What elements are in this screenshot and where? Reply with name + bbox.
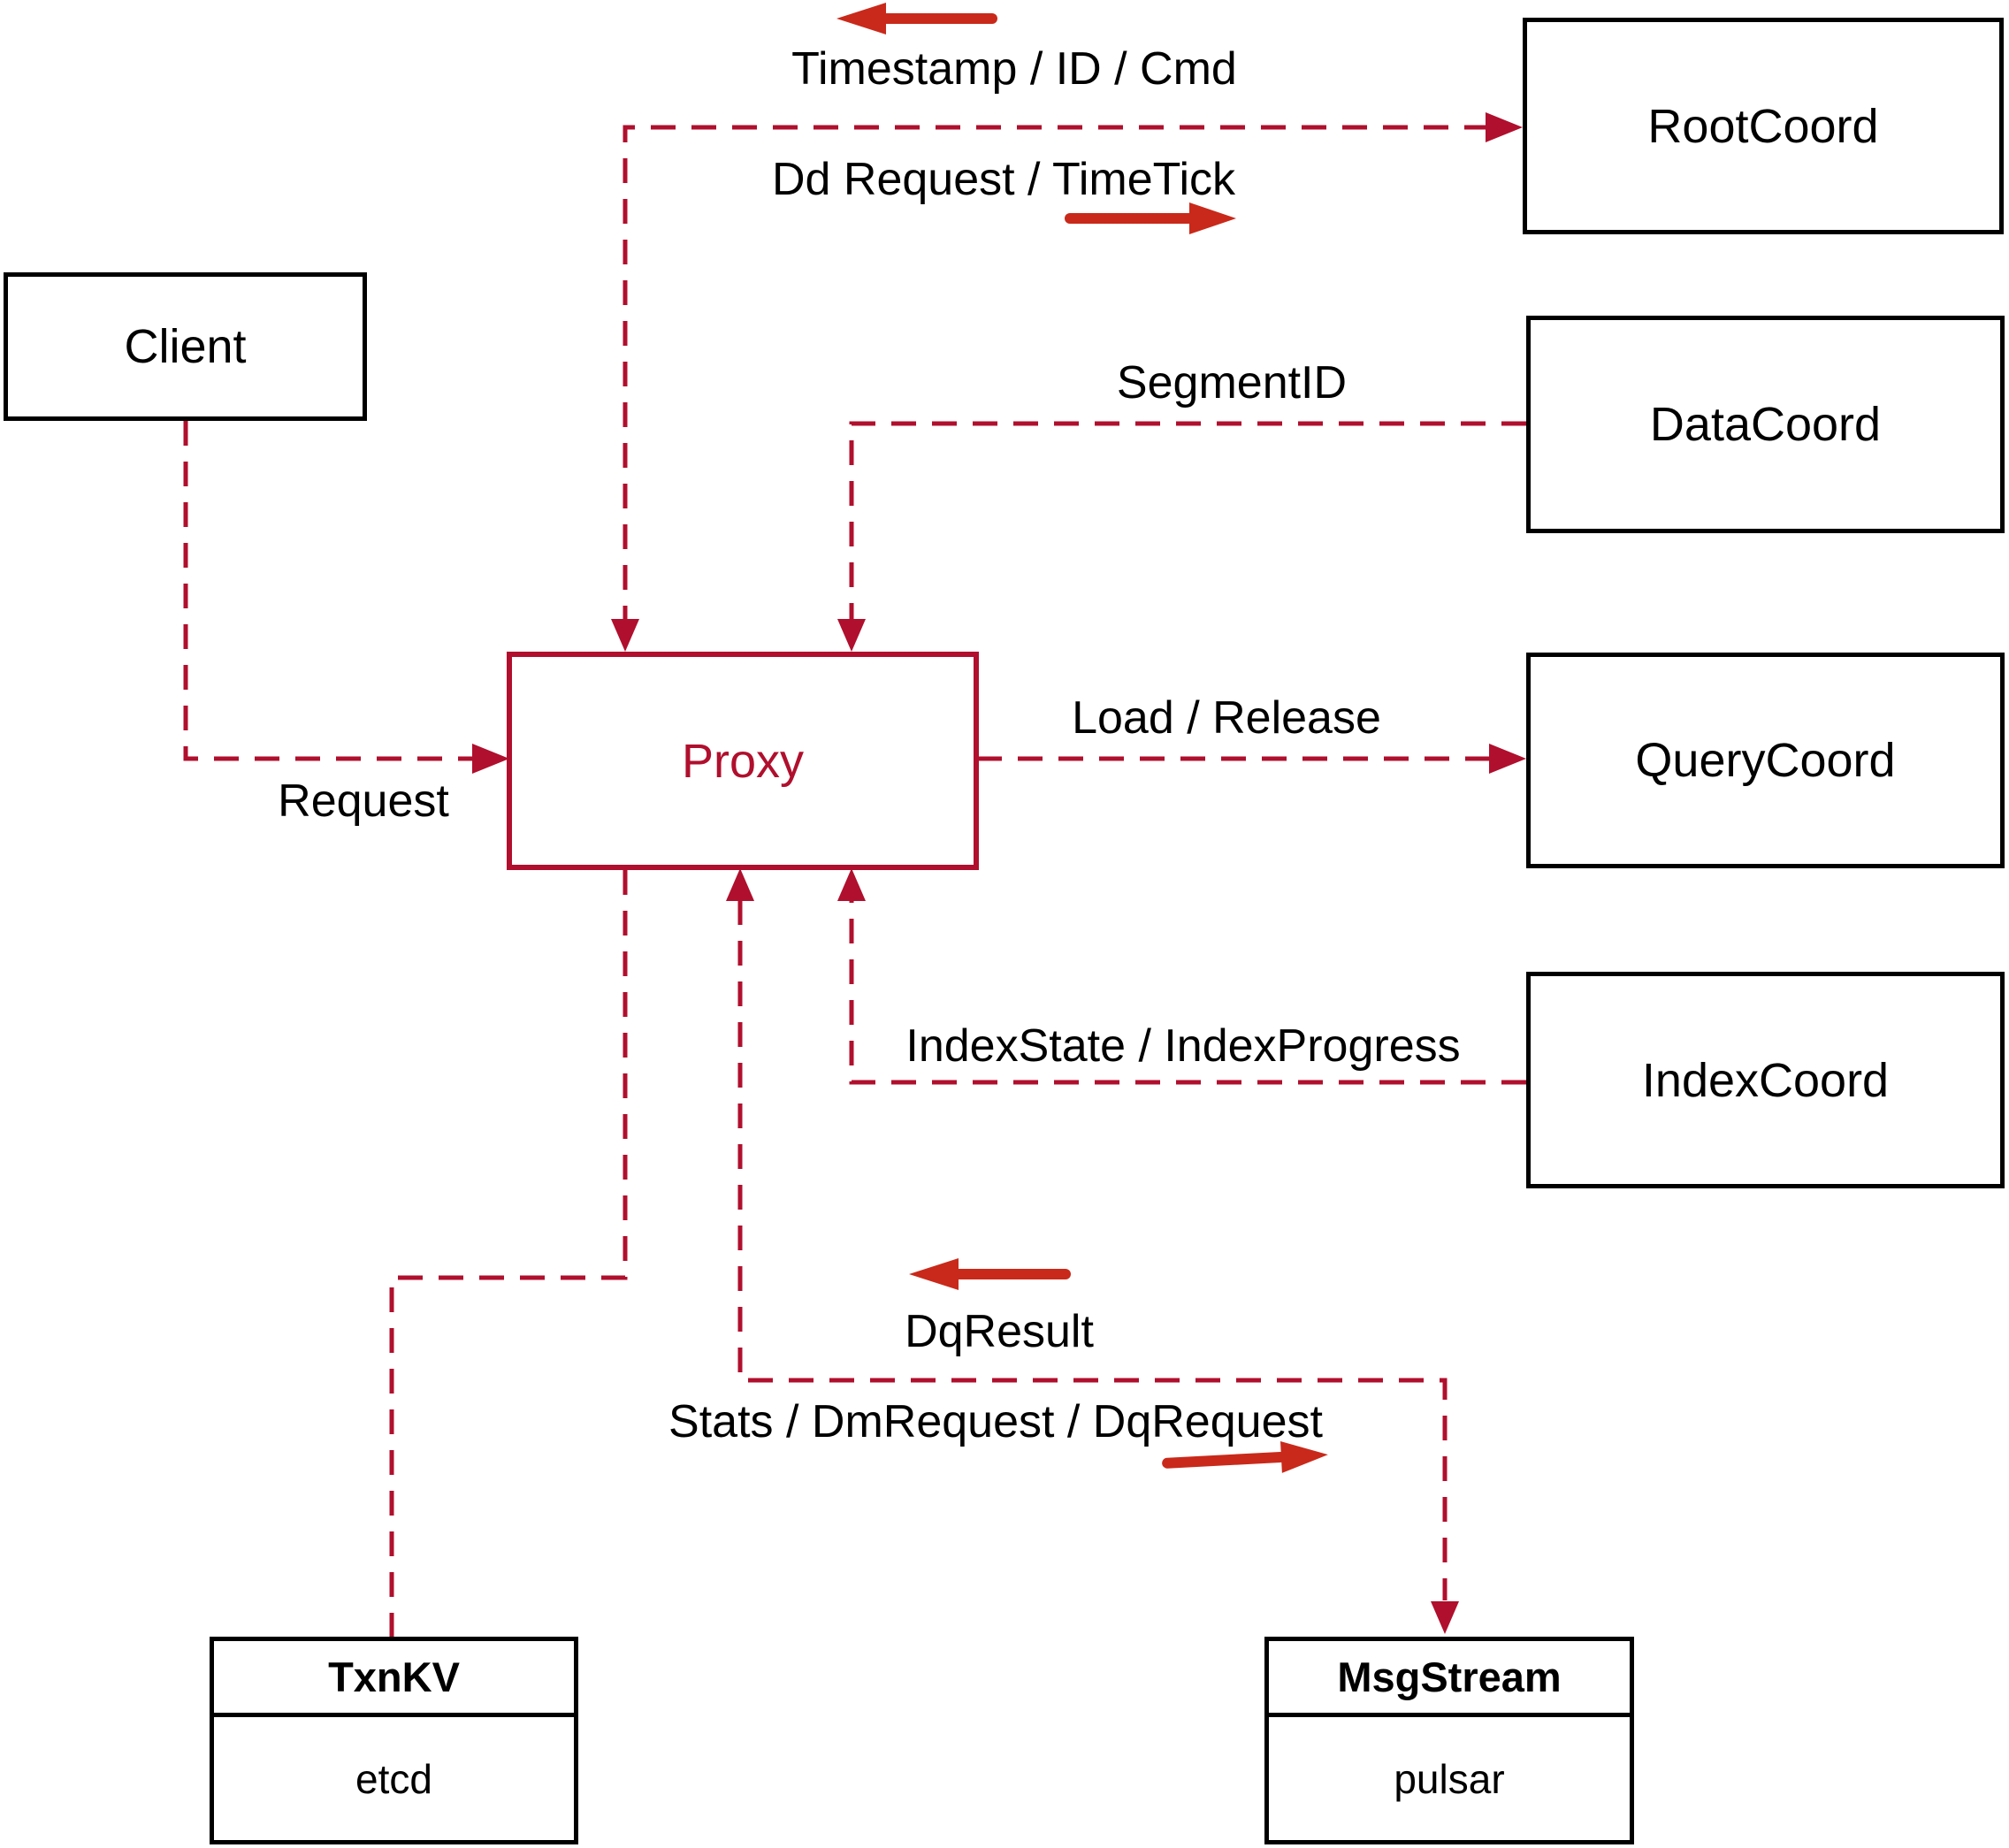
edge-proxy-rootcoord [611, 112, 1523, 652]
node-msgstream: MsgStream pulsar [1264, 1637, 1634, 1844]
arrowhead-into-proxy-bottom-right [837, 868, 866, 901]
node-rootcoord-label: RootCoord [1647, 99, 1879, 153]
edge-indexcoord-proxy [837, 868, 1526, 1085]
arrowhead-into-querycoord [1489, 744, 1526, 774]
arrowhead-into-rootcoord [1486, 112, 1523, 142]
node-txnkv-title: TxnKV [214, 1641, 574, 1717]
node-rootcoord: RootCoord [1523, 18, 2004, 234]
direction-arrow-ddrequest-right [1065, 202, 1236, 234]
node-querycoord: QueryCoord [1526, 653, 2005, 868]
edge-label-request: Request [278, 775, 449, 827]
edge-label-timestamp-id-cmd: Timestamp / ID / Cmd [791, 43, 1237, 95]
edge-label-index-state-progress: IndexState / IndexProgress [905, 1020, 1461, 1072]
node-txnkv-impl: etcd [355, 1755, 432, 1802]
edge-proxy-querycoord [977, 744, 1526, 774]
node-proxy: Proxy [507, 652, 979, 870]
edge-label-stats-dm-dq-request: Stats / DmRequest / DqRequest [668, 1396, 1323, 1447]
edge-client-proxy [183, 421, 509, 774]
node-proxy-label: Proxy [681, 734, 805, 788]
arrowhead-into-proxy-bottom-left [726, 868, 754, 901]
node-indexcoord-label: IndexCoord [1641, 1053, 1890, 1107]
node-indexcoord: IndexCoord [1526, 972, 2005, 1188]
arrowhead-into-proxy-top-left [611, 619, 639, 652]
edge-proxy-msgstream [726, 868, 1459, 1634]
edge-datacoord-proxy [837, 421, 1526, 652]
node-txnkv: TxnKV etcd [210, 1637, 578, 1844]
node-datacoord-label: DataCoord [1649, 398, 1882, 451]
edge-proxy-txnkv [389, 870, 628, 1637]
direction-arrow-dqresult-left [909, 1258, 1071, 1290]
arrowhead-into-proxy-left [472, 744, 509, 774]
arrowhead-into-msgstream [1431, 1601, 1459, 1634]
node-querycoord-label: QueryCoord [1635, 734, 1896, 787]
edge-label-segment-id: SegmentID [1116, 357, 1348, 409]
node-datacoord: DataCoord [1526, 316, 2005, 533]
direction-arrow-stats-right [1162, 1440, 1328, 1473]
edge-label-load-release: Load / Release [1072, 692, 1381, 744]
edge-label-dd-request-timetick: Dd Request / TimeTick [771, 154, 1236, 205]
node-msgstream-impl: pulsar [1394, 1755, 1505, 1802]
node-client: Client [4, 272, 367, 421]
edge-label-dq-result: DqResult [905, 1306, 1094, 1357]
arrowhead-into-proxy-top-right [837, 619, 866, 652]
direction-arrow-timestamp-left [836, 3, 997, 34]
node-msgstream-title: MsgStream [1269, 1641, 1630, 1717]
node-client-label: Client [124, 320, 247, 373]
